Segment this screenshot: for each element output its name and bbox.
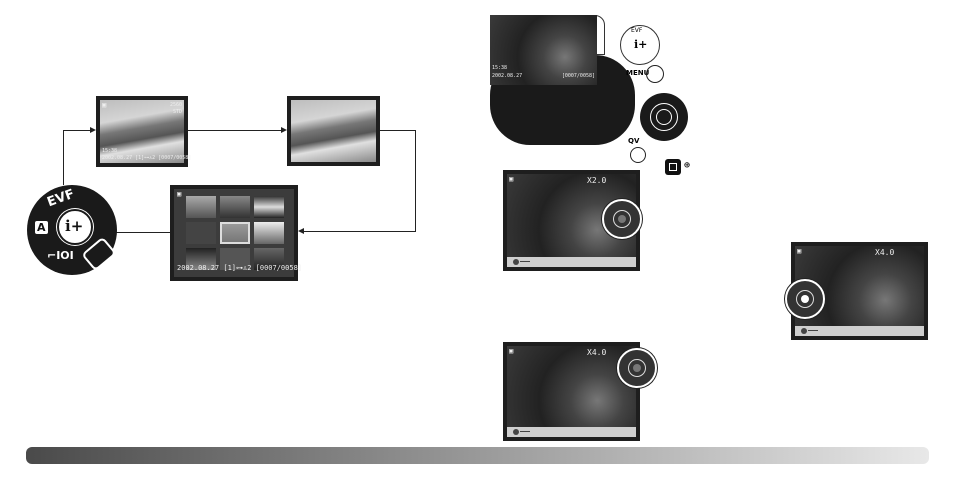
playback-screen-full-info: ▣ 2560 STD 15:38 2002.08.27 [1]⊶♙2 [0007…	[96, 96, 192, 167]
dial-label-auto: A	[35, 221, 48, 234]
arrow-icon	[520, 261, 530, 262]
index-icon: ▣	[177, 190, 182, 198]
thumbnail	[186, 248, 216, 270]
arrow-icon	[520, 431, 530, 432]
thumbnail	[254, 248, 284, 270]
zoom-level: X4.0	[875, 248, 895, 257]
shutter-dot-icon	[513, 429, 519, 435]
controller-center[interactable]	[656, 109, 672, 125]
photo	[291, 100, 376, 162]
photo	[507, 346, 636, 437]
dial-label-i-plus: i+	[65, 217, 84, 235]
playback-icon: ▣	[102, 101, 107, 109]
arrow-head-icon	[281, 127, 287, 133]
zoom-level: X4.0	[587, 348, 607, 357]
playback-icon: ▣	[509, 347, 514, 355]
lcd-image: 15:38 2002.08.27 [0007/0058]	[490, 15, 597, 85]
arrow-head-icon	[90, 127, 96, 133]
lcd-time: 15:38	[492, 65, 508, 71]
thumbnail	[186, 222, 216, 244]
flow-line	[187, 130, 283, 131]
image-size: 2560	[169, 102, 182, 108]
footer-gradient-bar	[26, 447, 929, 464]
info-line: 2002.08.27 [1]⊶♙2 [0007/0058]	[102, 155, 192, 161]
status-bar	[507, 257, 636, 267]
controller-icon	[602, 199, 642, 239]
image-quality: STD	[172, 109, 182, 115]
arrow-icon	[808, 330, 818, 331]
qv-delete-button[interactable]	[630, 147, 646, 163]
mini-mode-dial[interactable]: EVF i+	[620, 25, 660, 65]
arrow-head-icon	[298, 228, 304, 234]
mini-dial-i-plus: i+	[634, 38, 648, 51]
thumbnail-selected	[220, 222, 250, 244]
menu-button[interactable]	[646, 65, 664, 83]
thumbnail	[220, 196, 250, 218]
thumbnail	[186, 196, 216, 218]
flow-line	[63, 130, 64, 185]
mini-dial-evf: EVF	[631, 27, 643, 34]
lcd-date: 2002.08.27	[492, 73, 523, 79]
controller-icon	[617, 348, 657, 388]
time: 15:38	[102, 148, 118, 154]
controller-icon	[785, 279, 825, 319]
photo	[100, 100, 184, 163]
flow-line	[63, 130, 93, 131]
camera-back: 15:38 2002.08.27 [0007/0058] EVF i+ MENU…	[490, 15, 705, 175]
magnify-icon: ⊕	[684, 160, 691, 171]
flow-line	[113, 232, 170, 233]
mode-dial[interactable]: EVF A i+ ⌐IOI	[27, 185, 117, 275]
flow-line	[302, 231, 416, 232]
shutter-dot-icon	[513, 259, 519, 265]
zoom-level: X2.0	[587, 176, 607, 185]
flow-line	[415, 130, 416, 232]
controller-ring	[650, 103, 678, 131]
shutter-dot-icon	[801, 328, 807, 334]
lcd-counter: [0007/0058]	[561, 73, 595, 79]
flow-line	[380, 130, 416, 131]
dial-lever[interactable]	[81, 236, 117, 272]
magnified-view-x2: ▣ X2.0	[503, 170, 642, 271]
playback-icon: ▣	[797, 247, 802, 255]
dial-center	[57, 209, 93, 245]
magnified-view-x4-scrolled: ▣ X4.0	[791, 242, 928, 340]
spot-ae-magnify-button[interactable]	[665, 159, 681, 175]
index-playback-screen: ▣ 2002.08.27 [1]⊶♙2 [0007/0058]	[170, 185, 302, 281]
dial-label-playback: ⌐IOI	[47, 249, 74, 262]
thumbnail	[254, 222, 284, 244]
qv-label: QV	[628, 137, 640, 145]
playback-screen-image-only	[287, 96, 380, 166]
dial-label-evf: EVF	[45, 186, 77, 211]
status-bar	[795, 326, 924, 336]
menu-label: MENU	[626, 69, 650, 77]
thumbnail	[254, 196, 284, 218]
magnified-view-x4: ▣ X4.0	[503, 342, 640, 441]
status-bar	[507, 427, 636, 437]
index-info-line: 2002.08.27 [1]⊶♙2 [0007/0058]	[177, 264, 303, 272]
thumbnail	[220, 248, 250, 270]
controller-dial[interactable]	[640, 93, 688, 141]
playback-icon: ▣	[509, 175, 514, 183]
